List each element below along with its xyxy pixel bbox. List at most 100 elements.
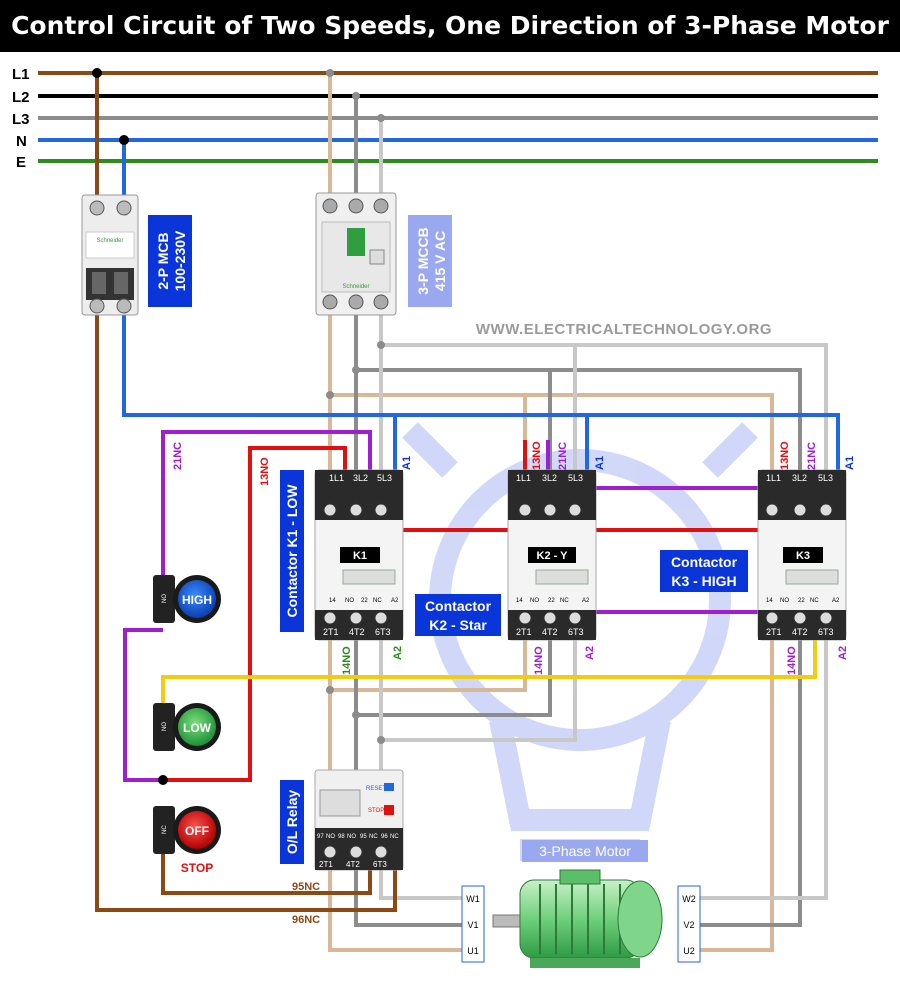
olr-stop-label: STOP bbox=[368, 808, 384, 814]
supply-lines bbox=[38, 71, 878, 163]
k2-term-6t3: 6T3 bbox=[568, 627, 584, 637]
k2-caption: Contactor K2 - Star bbox=[415, 594, 501, 636]
svg-text:Contactor: Contactor bbox=[425, 598, 492, 614]
mccb-3-pole: Schneider bbox=[315, 192, 397, 316]
svg-text:97: 97 bbox=[317, 834, 324, 840]
k2-term-a2: A2 bbox=[582, 598, 590, 604]
tag-21nc-k2: 21NC bbox=[557, 442, 569, 470]
k1-term-3l2: 3L2 bbox=[353, 473, 368, 483]
k3-term-2t1: 2T1 bbox=[766, 627, 782, 637]
k1-term-1l1: 1L1 bbox=[329, 473, 344, 483]
k2-term-4t2: 4T2 bbox=[542, 627, 558, 637]
wire-tags: 21NC 13NO A1 13NO 21NC A1 13NO 21NC A1 1… bbox=[172, 441, 856, 926]
motor-title: 3-Phase Motor bbox=[522, 840, 648, 862]
label-l1: L1 bbox=[12, 66, 30, 83]
tag-13no-k2: 13NO bbox=[531, 441, 543, 470]
k2-term-14: 14 bbox=[516, 598, 523, 604]
k1-term-5l3: 5L3 bbox=[377, 473, 392, 483]
svg-text:NC: NC bbox=[390, 834, 399, 840]
svg-text:O/L Relay: O/L Relay bbox=[284, 790, 300, 855]
k3-term-6t3: 6T3 bbox=[818, 627, 834, 637]
tag-21nc-k3: 21NC bbox=[806, 442, 818, 470]
k1-term-4t2: 4T2 bbox=[349, 627, 365, 637]
label-e: E bbox=[16, 154, 26, 171]
tag-a2-k3: A2 bbox=[837, 646, 849, 660]
contactor-k1: 1L1 3L2 5L3 K1 14 NO 22 NC A2 2T1 4T2 6T… bbox=[314, 469, 404, 641]
svg-text:Contactor: Contactor bbox=[671, 554, 738, 570]
control-wiring bbox=[95, 73, 840, 912]
k3-term-22: 22 bbox=[798, 598, 805, 604]
svg-text:U2: U2 bbox=[683, 946, 695, 956]
k3-term-nc: NC bbox=[810, 598, 819, 604]
motor-terminals-left: W1 V1 U1 bbox=[461, 885, 485, 963]
tag-14no-k1: 14NO bbox=[341, 646, 353, 675]
mcb-2-pole: Schneider bbox=[81, 194, 139, 316]
tag-21nc-button: 21NC bbox=[172, 442, 184, 470]
olr-reset-button[interactable] bbox=[384, 783, 394, 791]
olr-reset-label: RESET bbox=[366, 786, 386, 792]
svg-text:95: 95 bbox=[360, 834, 367, 840]
k2-term-5l3: 5L3 bbox=[568, 473, 583, 483]
junction-dots-grey bbox=[326, 69, 385, 744]
k1-term-nc: NC bbox=[373, 598, 382, 604]
k3-term-1l1: 1L1 bbox=[766, 473, 781, 483]
stop-button[interactable]: NC OFF bbox=[153, 806, 221, 854]
k1-term-22: 22 bbox=[361, 598, 368, 604]
svg-text:NO: NO bbox=[162, 722, 168, 731]
k3-caption: Contactor K3 - HIGH bbox=[660, 550, 748, 592]
motor-icon bbox=[492, 869, 663, 968]
tag-95nc: 95NC bbox=[292, 881, 320, 893]
stop-caption: STOP bbox=[181, 861, 213, 875]
power-wiring bbox=[328, 73, 828, 952]
off-button-label: OFF bbox=[185, 824, 209, 838]
high-button[interactable]: NO HIGH bbox=[153, 575, 221, 623]
tag-a2-k2: A2 bbox=[584, 646, 596, 660]
k1-side-label: Contactor K1 - LOW bbox=[280, 470, 304, 632]
motor-terminals-right: W2 V2 U2 bbox=[677, 885, 701, 963]
svg-text:V1: V1 bbox=[467, 920, 478, 930]
olr-side-label: O/L Relay bbox=[280, 780, 304, 864]
k3-term-a2: A2 bbox=[832, 598, 840, 604]
k2-term-3l2: 3L2 bbox=[542, 473, 557, 483]
svg-text:98: 98 bbox=[338, 834, 345, 840]
label-n: N bbox=[16, 133, 27, 150]
svg-text:4T2: 4T2 bbox=[346, 860, 360, 869]
svg-text:3-Phase Motor: 3-Phase Motor bbox=[539, 843, 631, 859]
low-button[interactable]: NO LOW bbox=[153, 703, 221, 751]
svg-text:NC: NC bbox=[162, 825, 168, 834]
svg-text:U1: U1 bbox=[467, 946, 479, 956]
tag-a1-k3: A1 bbox=[844, 456, 856, 470]
mccb-brand: Schneider bbox=[342, 284, 369, 290]
tag-14no-k2: 14NO bbox=[533, 646, 545, 675]
k3-name: K3 bbox=[796, 550, 810, 562]
svg-text:W2: W2 bbox=[682, 894, 696, 904]
tag-96nc: 96NC bbox=[292, 914, 320, 926]
tag-a1-k2: A1 bbox=[594, 456, 606, 470]
tag-13no-k1: 13NO bbox=[259, 457, 271, 486]
svg-text:96: 96 bbox=[381, 834, 388, 840]
mccb-label-line2: 415 V AC bbox=[432, 231, 448, 291]
k1-term-2t1: 2T1 bbox=[323, 627, 339, 637]
k2-name: K2 - Y bbox=[537, 550, 569, 562]
svg-text:K2 - Star: K2 - Star bbox=[429, 617, 487, 633]
mcb-label-line2: 100-230V bbox=[172, 230, 188, 291]
watermark-url: WWW.ELECTRICALTECHNOLOGY.ORG bbox=[476, 321, 772, 338]
mcb-brand: Schneider bbox=[96, 238, 123, 244]
mccb-label-line1: 3-P MCCB bbox=[415, 227, 431, 294]
mccb-label: 3-P MCCB 415 V AC bbox=[408, 215, 452, 307]
diagram-title: Control Circuit of Two Speeds, One Direc… bbox=[0, 0, 900, 52]
svg-text:NC: NC bbox=[369, 834, 378, 840]
k2-term-nc: NC bbox=[560, 598, 569, 604]
contactor-k2: 1L1 3L2 5L3 K2 - Y 14 NO 22 NC A2 2T1 4T… bbox=[507, 469, 597, 641]
olr-stop-button[interactable] bbox=[384, 805, 394, 815]
label-l2: L2 bbox=[12, 89, 30, 106]
tag-a1-k1: A1 bbox=[401, 456, 413, 470]
tag-14no-k3: 14NO bbox=[786, 646, 798, 675]
tag-13no-k3: 13NO bbox=[779, 441, 791, 470]
k2-term-22: 22 bbox=[548, 598, 555, 604]
svg-text:6T3: 6T3 bbox=[373, 860, 387, 869]
k3-term-no: NO bbox=[780, 598, 789, 604]
svg-text:NO: NO bbox=[162, 594, 168, 603]
high-button-label: HIGH bbox=[182, 593, 212, 607]
